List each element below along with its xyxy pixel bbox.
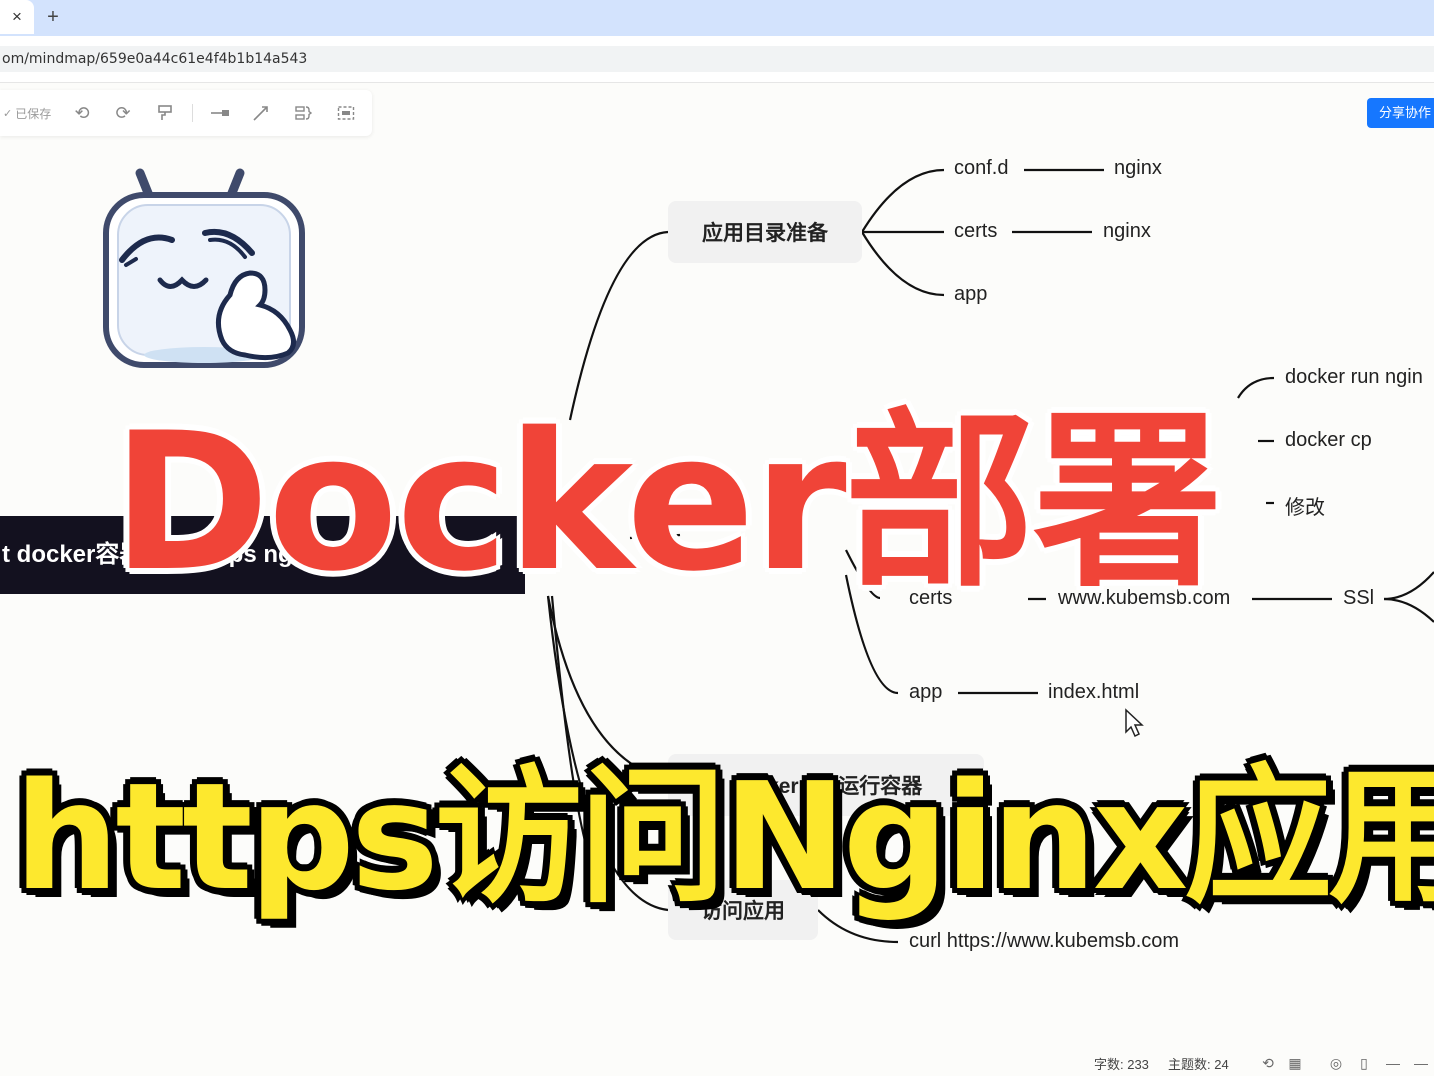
topic-confd-nginx[interactable]: nginx xyxy=(1114,157,1162,179)
zoom-out-icon[interactable]: — xyxy=(1386,1055,1400,1071)
browser-tab-bar: × + xyxy=(0,0,1434,36)
overlay-title-yellow: https访问Nginx应用 xyxy=(14,751,1434,923)
edge-root-branch2 xyxy=(629,533,681,540)
topic-docker-cp[interactable]: docker cp xyxy=(1285,429,1372,451)
word-count: 字数: 233 xyxy=(1094,1057,1149,1072)
edge-branch2-app xyxy=(844,574,899,695)
save-status: ✓ 已保存 xyxy=(3,105,51,122)
undo-icon[interactable]: ⟲ xyxy=(74,102,90,123)
topic-access-app[interactable]: 访问应用 xyxy=(668,880,818,940)
root-topic[interactable]: t docker容器部署 https nginx应用 xyxy=(0,516,525,594)
new-tab-button[interactable]: + xyxy=(47,5,59,28)
tv-mascot-sticker xyxy=(103,168,305,368)
topic-app-directory[interactable]: 应用目录准备 xyxy=(668,201,862,263)
topic-confd[interactable]: conf.d xyxy=(954,157,1009,179)
layout-icon[interactable]: ▦ xyxy=(1288,1054,1302,1071)
check-circle-icon: ✓ xyxy=(3,108,13,120)
address-bar: om/mindmap/659e0a44c61e4f4b1b14a543 xyxy=(0,36,1434,83)
minimap-icon[interactable]: ▯ xyxy=(1360,1054,1368,1071)
edge-branch4-curl xyxy=(817,909,899,944)
zoom-slider-icon[interactable]: — xyxy=(1414,1055,1428,1071)
edge-root-branch1 xyxy=(568,230,669,421)
outer-frame-icon[interactable] xyxy=(334,101,358,125)
edge-branch1-app xyxy=(861,231,945,297)
edge-branch2-dockerrun xyxy=(1237,376,1275,399)
topic-docker-run-nginx[interactable]: docker run ngin xyxy=(1285,366,1423,388)
topic-certs-nginx[interactable]: nginx xyxy=(1103,220,1151,242)
insert-topic-icon[interactable] xyxy=(208,101,232,125)
topic-ssl[interactable]: SSl xyxy=(1343,587,1375,609)
url-field[interactable]: om/mindmap/659e0a44c61e4f4b1b14a543 xyxy=(0,46,1434,72)
edge-ssl-children xyxy=(1383,571,1434,601)
topic-curl-command[interactable]: curl https://www.kubemsb.com xyxy=(909,930,1180,952)
topic-www-kubemsb[interactable]: www.kubemsb.com xyxy=(1058,587,1231,609)
format-painter-icon[interactable] xyxy=(153,101,177,125)
edge-root-branch4 xyxy=(546,595,669,912)
share-collaborate-button[interactable]: 分享协作 xyxy=(1367,98,1434,128)
editor-toolbar: ✓ 已保存 ⟲ ⟳ xyxy=(0,90,372,136)
toolbar-divider xyxy=(192,104,193,122)
topic-docker-run-container[interactable]: docker run运行容器 xyxy=(668,754,984,816)
redo-icon[interactable]: ⟳ xyxy=(115,102,131,123)
relation-line-icon[interactable] xyxy=(249,101,273,125)
topic-certs-2[interactable]: certs xyxy=(909,587,953,609)
mouse-cursor-icon xyxy=(1125,708,1144,738)
topic-index-html[interactable]: index.html xyxy=(1048,681,1140,703)
saved-label: 已保存 xyxy=(15,107,52,121)
history-icon[interactable]: ⟲ xyxy=(1262,1054,1274,1071)
topic-modify[interactable]: 修改 xyxy=(1285,497,1325,519)
topic-app-2[interactable]: app xyxy=(909,681,943,703)
topic-app[interactable]: app xyxy=(954,283,988,305)
topic-certs[interactable]: certs xyxy=(954,220,998,242)
locate-icon[interactable]: ◎ xyxy=(1329,1054,1343,1071)
overlay-title-red: Docker部署 xyxy=(112,392,1223,613)
topic-count: 主题数: 24 xyxy=(1168,1057,1229,1072)
edge-root-branch3 xyxy=(546,595,669,782)
edge-branch2-certs xyxy=(845,549,881,600)
edge-branch1-confd xyxy=(861,168,945,233)
tab-close-button[interactable]: × xyxy=(0,0,34,34)
summary-icon[interactable] xyxy=(291,101,315,125)
